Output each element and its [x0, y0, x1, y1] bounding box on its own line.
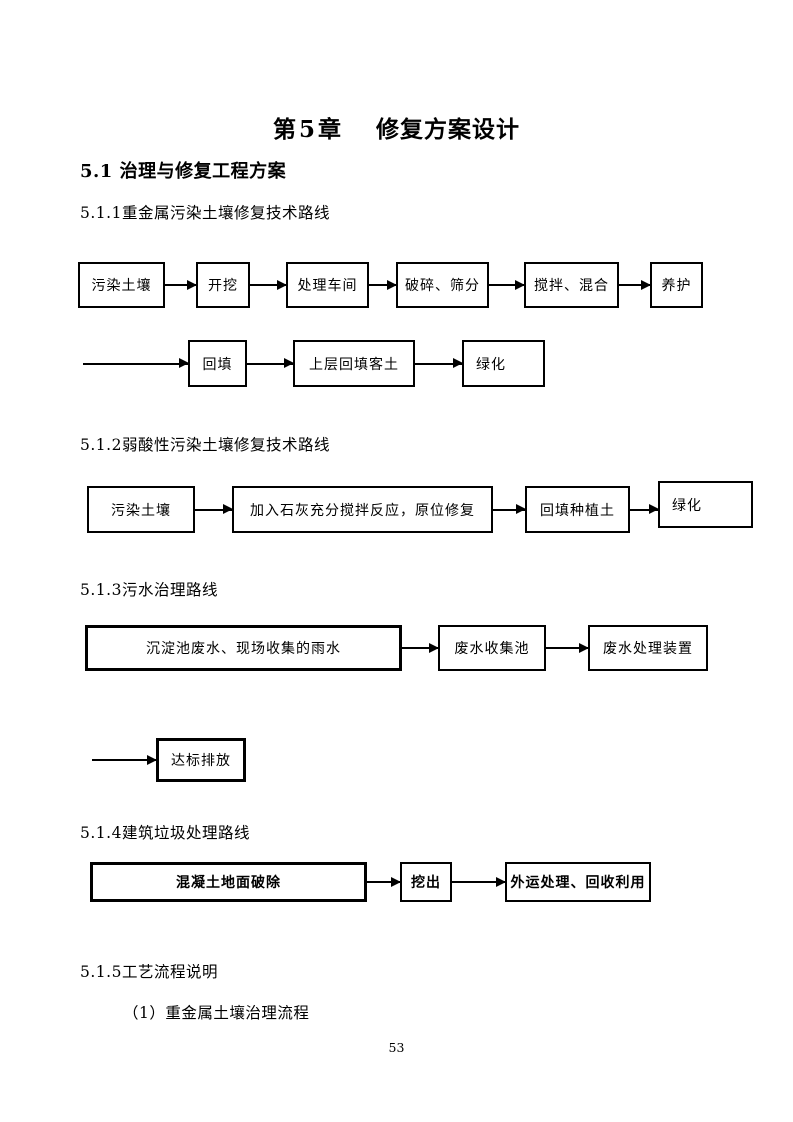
heading-5-1-5: 5.1.5工艺流程说明	[80, 963, 218, 981]
flow-box-outbound-treatment-recycling: 外运处理、回收利用	[505, 862, 651, 902]
flow-box-lime-mixing-in-situ: 加入石灰充分搅拌反应，原位修复	[232, 486, 493, 533]
flow-weak-acid-row: 污染土壤 加入石灰充分搅拌反应，原位修复 回填种植土 绿化	[87, 481, 753, 533]
arrow-right-icon	[619, 279, 651, 290]
flow-box-curing: 养护	[650, 262, 703, 308]
flow-box-crushing-screening: 破碎、筛分	[396, 262, 489, 308]
arrow-right-icon	[92, 754, 157, 765]
flow-heavy-metal-row1: 污染土壤 开挖 处理车间 破碎、筛分 搅拌、混合 养护	[78, 262, 703, 308]
flow-heavy-metal-row2: 回填 上层回填客土 绿化	[83, 340, 545, 387]
arrow-right-icon	[489, 279, 525, 290]
arrow-right-icon	[195, 504, 233, 514]
arrow-right-icon	[493, 504, 526, 514]
flow-box-excavation: 开挖	[196, 262, 250, 308]
arrow-right-icon	[250, 279, 287, 290]
flow-box-greening: 绿化	[462, 340, 545, 387]
chapter-number: 第5章	[272, 116, 344, 143]
heading-5-1-1: 5.1.1重金属污染土壤修复技术路线	[80, 204, 330, 222]
flow-box-dig-out: 挖出	[400, 862, 452, 902]
flow-wastewater-row1: 沉淀池废水、现场收集的雨水 废水收集池 废水处理装置	[85, 625, 708, 671]
flow-box-wastewater-collection-pool: 废水收集池	[438, 625, 546, 671]
heading-5-1-3: 5.1.3污水治理路线	[80, 581, 218, 599]
arrow-right-icon	[369, 279, 397, 290]
arrow-right-icon	[402, 642, 439, 653]
flow-box-treatment-workshop: 处理车间	[286, 262, 369, 308]
page-title: 第5章 修复方案设计	[0, 110, 793, 144]
flow-box-planting-soil-backfill: 回填种植土	[525, 486, 630, 533]
heading-5-1-2: 5.1.2弱酸性污染土壤修复技术路线	[80, 436, 330, 454]
flow-wastewater-row2: 达标排放	[92, 738, 246, 782]
arrow-right-icon	[415, 358, 463, 368]
flow-box-concrete-floor-demolition: 混凝土地面破除	[90, 862, 367, 902]
arrow-right-icon	[165, 279, 197, 290]
arrow-right-icon	[630, 504, 659, 514]
arrow-right-icon	[546, 642, 589, 653]
arrow-right-icon	[367, 876, 401, 887]
arrow-right-icon	[452, 876, 506, 887]
heading-5-1: 5.1 治理与修复工程方案	[80, 161, 287, 182]
flow-box-backfill: 回填	[188, 340, 247, 387]
flow-box-discharge-up-to-standard: 达标排放	[156, 738, 246, 782]
list-item-1-heavy-metal-process: （1）重金属土壤治理流程	[123, 1004, 310, 1022]
arrow-right-icon	[83, 358, 189, 368]
flow-box-stirring-mixing: 搅拌、混合	[524, 262, 619, 308]
flow-construction-waste-row: 混凝土地面破除 挖出 外运处理、回收利用	[90, 862, 651, 902]
flow-box-greening: 绿化	[658, 481, 753, 528]
flow-box-wastewater-treatment-device: 废水处理装置	[588, 625, 708, 671]
arrow-right-icon	[247, 358, 294, 368]
heading-5-1-4: 5.1.4建筑垃圾处理路线	[80, 824, 250, 842]
page-number: 53	[388, 1040, 405, 1055]
flow-box-topsoil-backfill: 上层回填客土	[293, 340, 415, 387]
flow-box-sediment-pool-rainwater: 沉淀池废水、现场收集的雨水	[85, 625, 402, 671]
flow-box-contaminated-soil: 污染土壤	[87, 486, 195, 533]
chapter-title-text: 修复方案设计	[376, 116, 520, 143]
flow-box-contaminated-soil: 污染土壤	[78, 262, 165, 308]
